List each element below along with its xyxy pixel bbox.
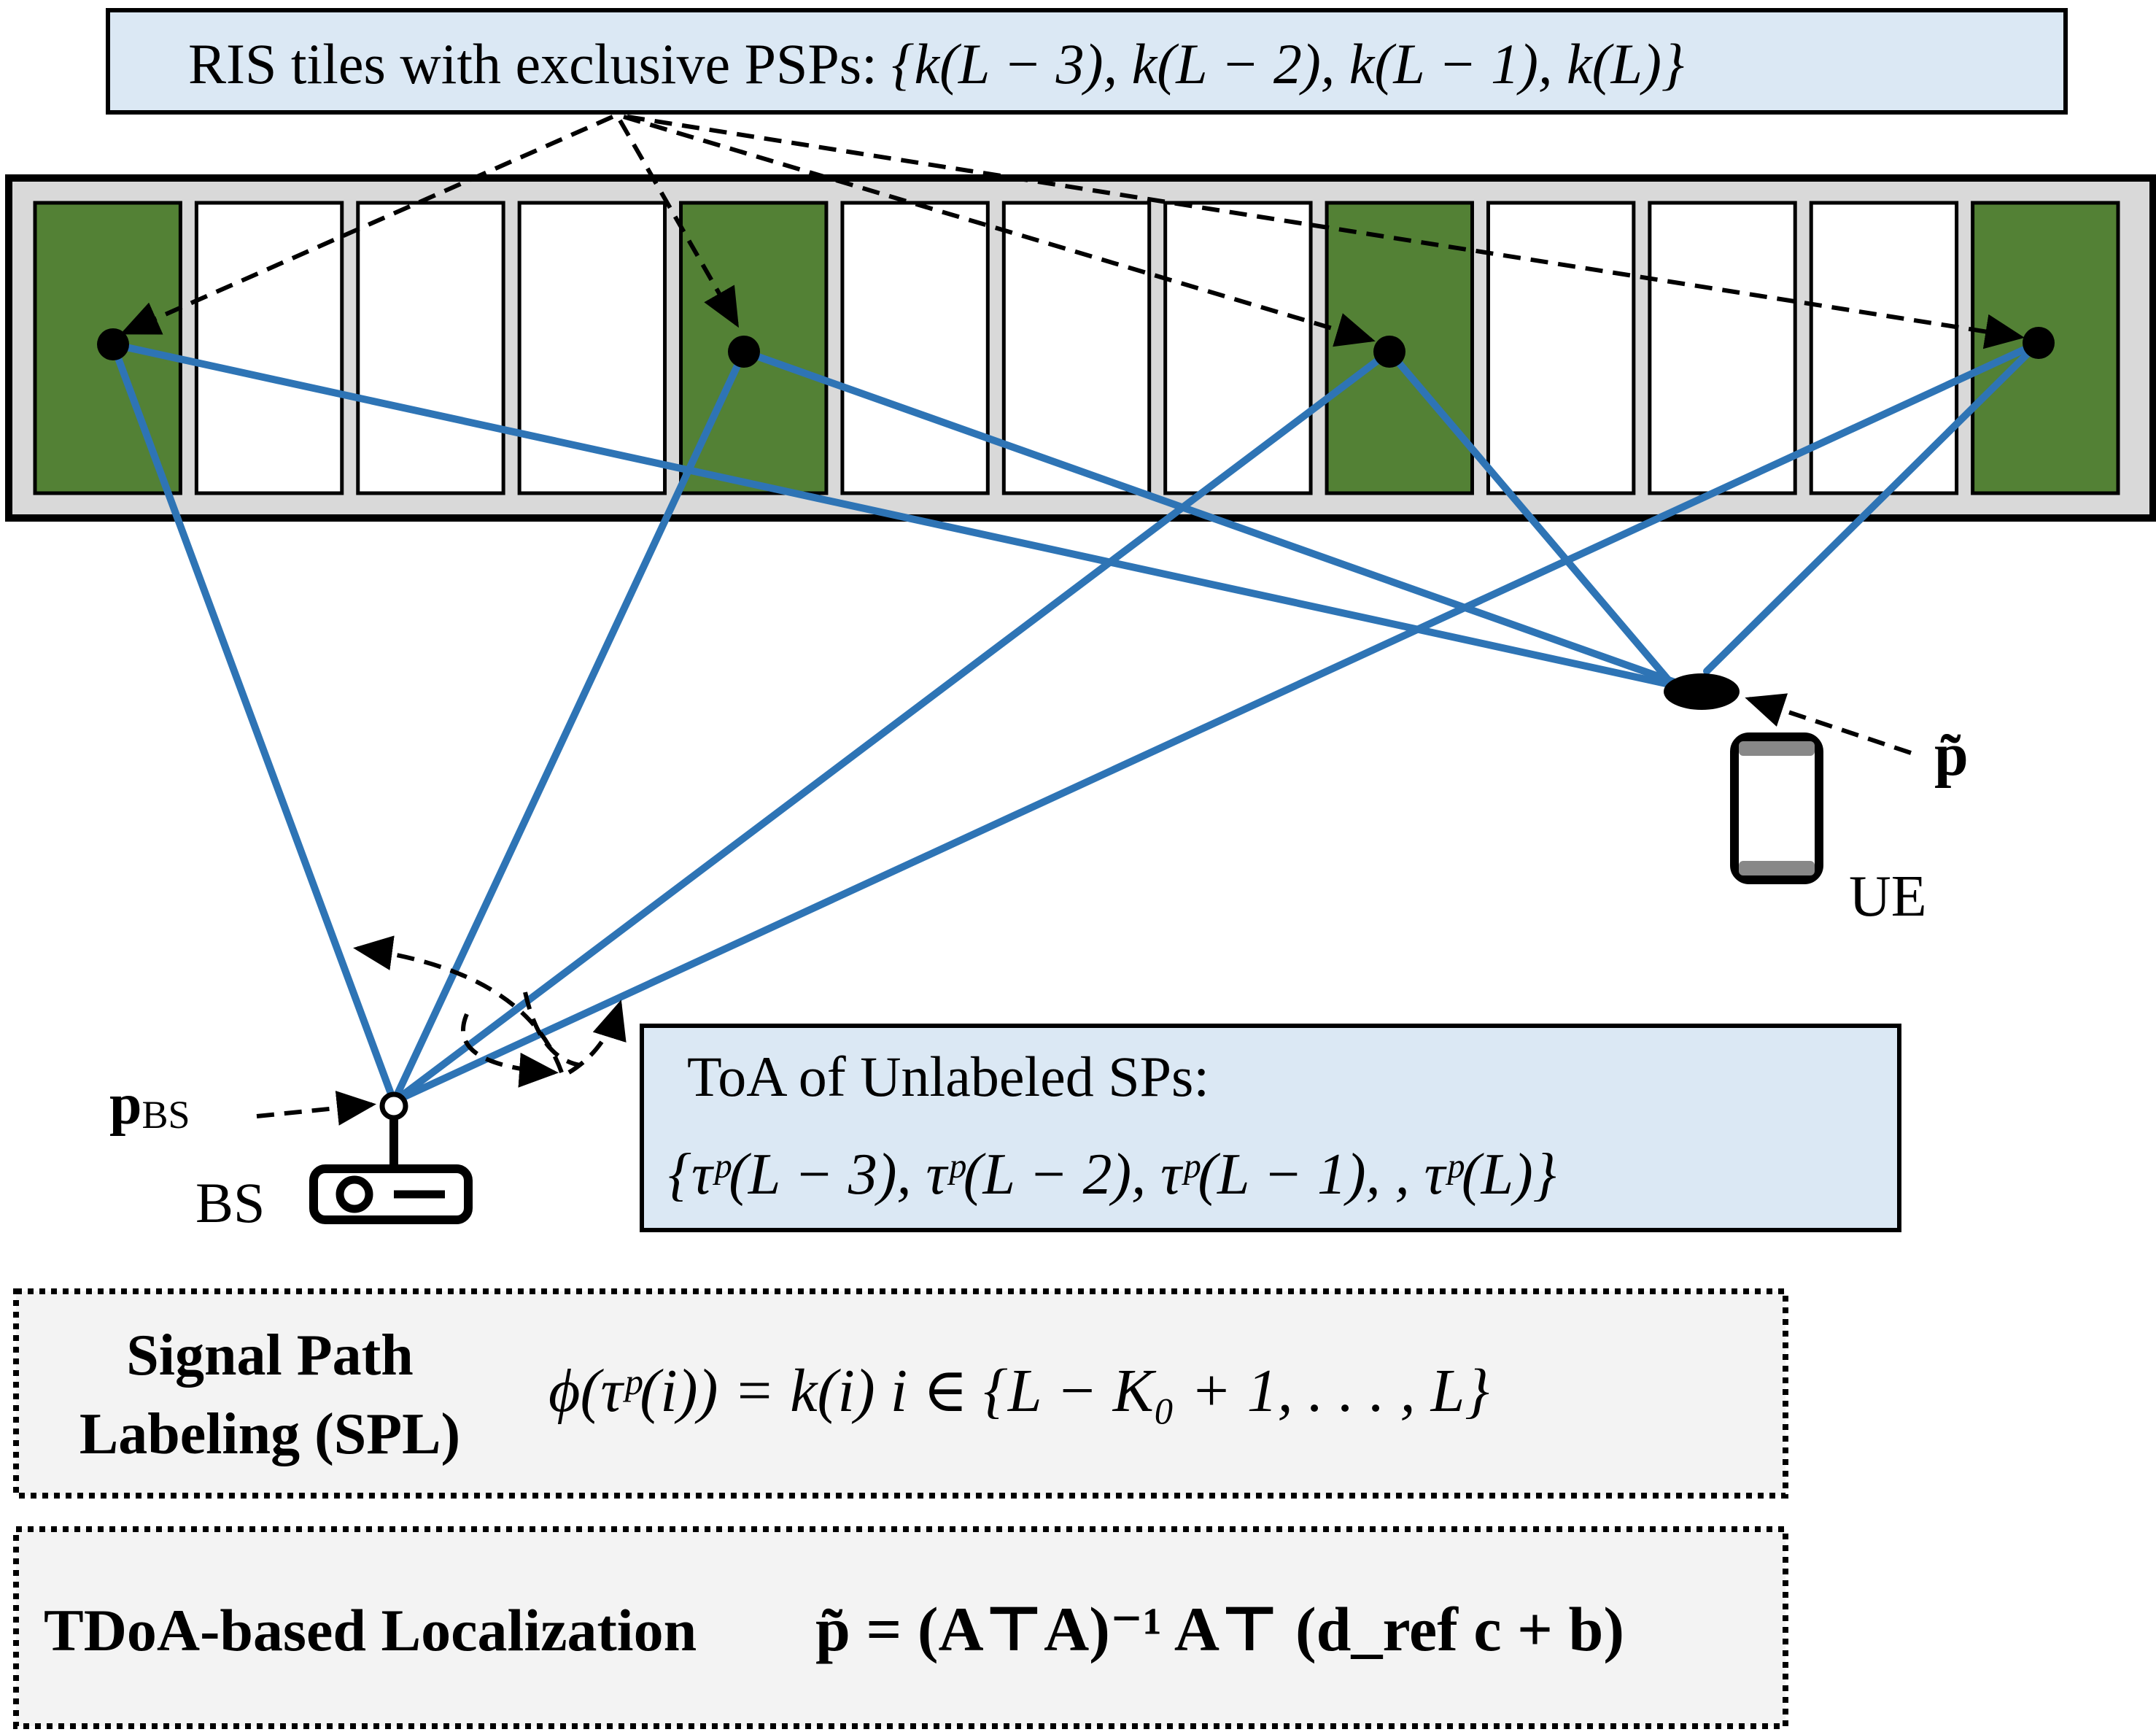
ris-tile-3 bbox=[356, 201, 505, 495]
spl-line-2: Labeling (SPL) bbox=[80, 1402, 460, 1466]
tile-3-to-ue-path bbox=[1386, 348, 1674, 686]
ris-tile-11 bbox=[1648, 201, 1797, 495]
tile-1-to-ue-path bbox=[109, 341, 1703, 695]
tdoa-box: TDoA-based Localization p̃ = (A⊤A)⁻¹ A⊤ … bbox=[13, 1526, 1788, 1729]
bs-position-label: p bbox=[109, 1072, 142, 1137]
toa-title: ToA of Unlabeled SPs: bbox=[687, 1045, 1209, 1108]
bs-group: pBS BS bbox=[109, 935, 627, 1234]
tdoa-label: TDoA-based Localization bbox=[44, 1597, 697, 1663]
angle-arc-right bbox=[567, 1000, 627, 1075]
psp-pointer-1 bbox=[120, 115, 614, 335]
ris-tile-10 bbox=[1486, 201, 1636, 495]
tile-2-to-ue-path bbox=[740, 348, 1703, 695]
tile-point-1 bbox=[97, 328, 129, 360]
tile-points bbox=[97, 327, 2055, 368]
ris-tile-4 bbox=[517, 201, 667, 495]
angle-arc-inner bbox=[523, 991, 581, 1067]
bs-antenna-point bbox=[379, 1091, 408, 1121]
bs-position-arrow bbox=[256, 1090, 376, 1126]
ue-label: UE bbox=[1849, 865, 1927, 929]
psp-pointers bbox=[120, 115, 2025, 349]
signal-paths bbox=[109, 339, 2042, 1105]
ris-tile-2 bbox=[194, 201, 344, 495]
ue-phone-icon bbox=[1730, 732, 1823, 884]
ue-group: p̃ UE bbox=[1664, 673, 1969, 929]
spl-box: Signal Path Labeling (SPL) ϕ(τᵖ(i)) = k(… bbox=[13, 1288, 1788, 1499]
tile-4-to-ue-path bbox=[1703, 339, 2042, 675]
svg-text:RIS tiles with exclusive PSPs:: RIS tiles with exclusive PSPs: {k(L − 3)… bbox=[188, 32, 1684, 96]
ue-estimate-label: p̃ bbox=[1934, 721, 1969, 789]
psp-pointer-4 bbox=[627, 115, 2025, 349]
bs-router-icon bbox=[309, 1164, 473, 1224]
spl-formula: ϕ(τᵖ(i)) = k(i) i ∈ {L − K₀ + 1, . . . ,… bbox=[548, 1357, 1489, 1425]
psp-pointer-2 bbox=[618, 119, 739, 328]
header-box: RIS tiles with exclusive PSPs: {k(L − 3)… bbox=[106, 8, 2068, 115]
spl-line-1: Signal Path bbox=[126, 1323, 413, 1388]
header-math: {k(L − 3), k(L − 2), k(L − 1), k(L)} bbox=[891, 32, 1684, 96]
ris-tile-8 bbox=[1163, 201, 1313, 495]
tdoa-formula: p̃ = (A⊤A)⁻¹ A⊤ (d_ref c + b) bbox=[815, 1594, 1624, 1664]
bs-to-tile-1-path bbox=[109, 341, 398, 1105]
ue-estimate-point bbox=[1664, 673, 1740, 710]
bs-position-sub: BS bbox=[142, 1093, 190, 1137]
tile-point-3 bbox=[1373, 336, 1405, 368]
tile-point-2 bbox=[728, 336, 760, 368]
bs-to-tile-2-path bbox=[390, 348, 748, 1105]
ris-tile-7 bbox=[1001, 201, 1152, 495]
psp-pointer-3 bbox=[623, 115, 1376, 347]
ris-tile-6 bbox=[840, 201, 990, 495]
ris-panel bbox=[5, 174, 2156, 522]
angle-arc-middle bbox=[461, 1013, 559, 1088]
svg-text:pBS: pBS bbox=[109, 1072, 190, 1137]
bs-label: BS bbox=[195, 1171, 265, 1234]
toa-box: ToA of Unlabeled SPs: {τᵖ(L − 3), τᵖ(L −… bbox=[640, 1024, 1901, 1232]
bs-to-tile-4-path bbox=[390, 339, 2042, 1105]
ue-estimate-arrow bbox=[1745, 693, 1912, 755]
bs-to-tile-3-path bbox=[390, 348, 1393, 1105]
toa-math: {τᵖ(L − 3), τᵖ(L − 2), τᵖ(L − 1), , τᵖ(L… bbox=[668, 1143, 1556, 1207]
header-text: RIS tiles with exclusive PSPs: bbox=[188, 32, 891, 96]
tile-point-4 bbox=[2023, 327, 2055, 359]
